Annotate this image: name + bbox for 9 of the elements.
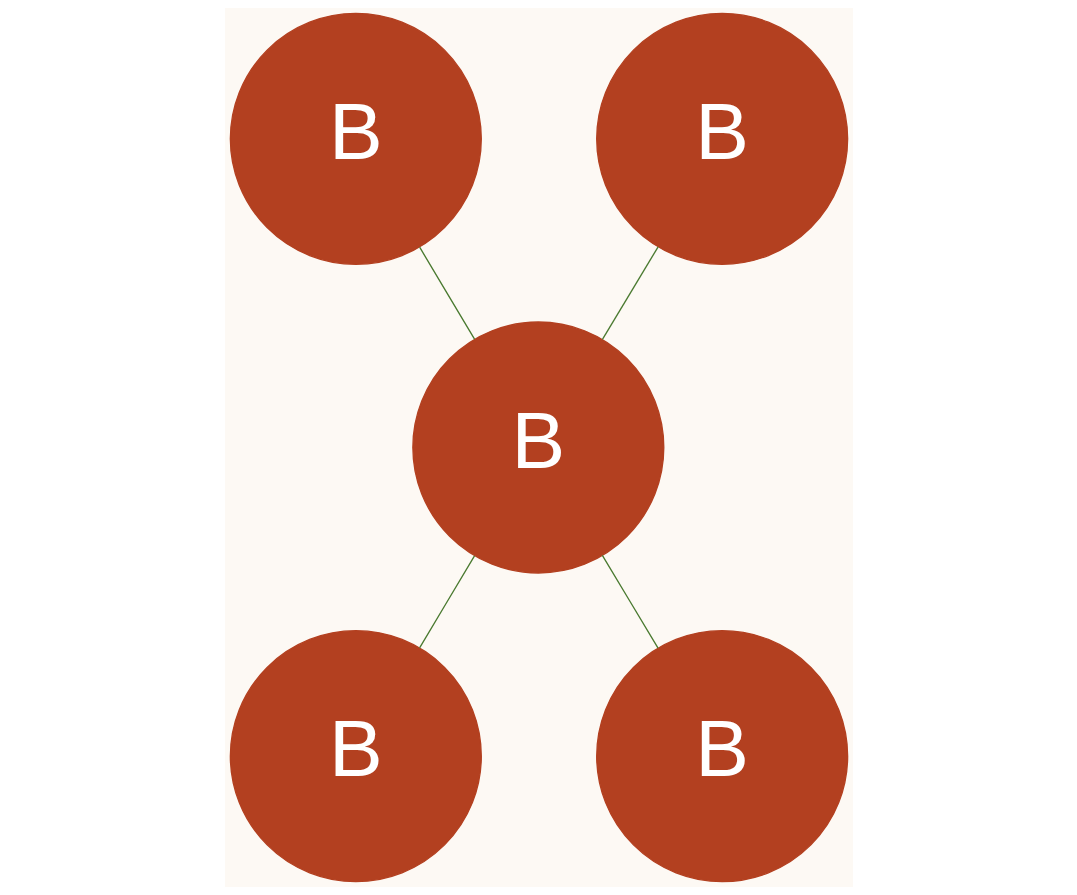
node-circle: B [229, 630, 482, 883]
connector [418, 246, 475, 340]
connector [601, 246, 659, 341]
node-circle: B [229, 12, 482, 265]
node-circle: B [411, 321, 664, 574]
connector [601, 554, 659, 649]
node-circle: B [595, 12, 848, 265]
connector [418, 555, 475, 649]
node-circle: B [595, 630, 848, 883]
